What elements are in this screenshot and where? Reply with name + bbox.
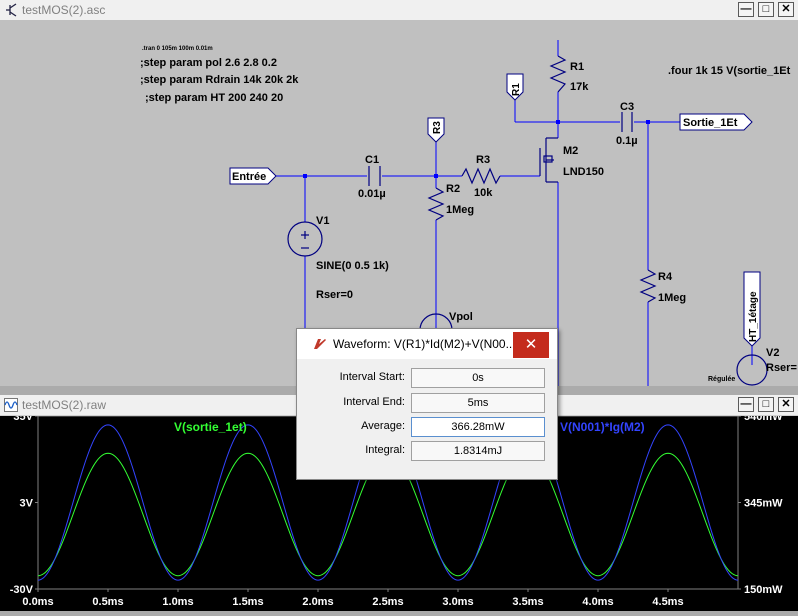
interval-end-field[interactable]: 5ms [411, 393, 545, 413]
x-tick-label: 2.0ms [302, 596, 333, 608]
c1-name[interactable]: C1 [365, 154, 379, 166]
interval-start-row: Interval Start: 0s [305, 368, 549, 390]
transistor-icon [6, 3, 17, 17]
m2-name[interactable]: M2 [563, 145, 578, 157]
step-rdrain-directive[interactable]: ;step param Rdrain 14k 20k 2k [140, 74, 299, 86]
r2-name[interactable]: R2 [446, 183, 460, 195]
ltspice-logo-icon [314, 339, 326, 349]
c3-value[interactable]: 0.1µ [616, 135, 638, 147]
schematic-window: testMOS(2).asc — □ ✕ [0, 0, 798, 386]
net-label-sortie-shape[interactable] [679, 113, 753, 131]
dialog-close-button[interactable]: ✕ [513, 332, 549, 358]
maximize-button[interactable]: □ [758, 397, 774, 412]
waveform-integral-dialog: Waveform: V(R1)*Id(M2)+V(N00... ✕ Interv… [296, 328, 558, 480]
x-tick-label: 4.5ms [652, 596, 683, 608]
average-label: Average: [361, 420, 405, 432]
v1-rser[interactable]: Rser=0 [316, 289, 353, 301]
v1-name[interactable]: V1 [316, 215, 329, 227]
vpol-label[interactable]: Vpol [449, 311, 473, 323]
close-button[interactable]: ✕ [778, 397, 794, 412]
y-right-tick-label: 150mW [744, 584, 783, 596]
x-tick-label: 4.0ms [582, 596, 613, 608]
schematic-canvas[interactable]: .tran 0 105m 100m 0.01m ;step param pol … [0, 20, 798, 386]
x-tick-label: 3.0ms [442, 596, 473, 608]
r3-name[interactable]: R3 [476, 154, 490, 166]
x-tick-label: 1.5ms [232, 596, 263, 608]
schematic-title-bar[interactable]: testMOS(2).asc — □ ✕ [0, 0, 798, 21]
integral-field[interactable]: 1.8314mJ [411, 441, 545, 461]
net-label-entree: Entrée [232, 171, 266, 183]
c3-name[interactable]: C3 [620, 101, 634, 113]
y-right-tick-label: 540mW [744, 416, 783, 423]
r1-name[interactable]: R1 [570, 61, 584, 73]
close-button[interactable]: ✕ [778, 2, 794, 17]
interval-start-field[interactable]: 0s [411, 368, 545, 388]
x-tick-label: 3.5ms [512, 596, 543, 608]
x-tick-label: 0.0ms [22, 596, 53, 608]
trace-label-sortie[interactable]: V(sortie_1et) [174, 420, 247, 434]
step-pol-directive[interactable]: ;step param pol 2.6 2.8 0.2 [140, 57, 277, 69]
schematic-title: testMOS(2).asc [22, 3, 106, 17]
net-label-r1-shape[interactable] [506, 73, 524, 101]
y-left-tick-label: 35V [13, 416, 33, 423]
net-label-regulee: Régulée [708, 376, 735, 383]
net-label-r3-shape[interactable] [427, 117, 445, 143]
v2-name[interactable]: V2 [766, 347, 779, 359]
average-row: Average: 366.28mW [305, 417, 549, 439]
net-label-r1: R1 [511, 83, 522, 96]
x-tick-label: 0.5ms [92, 596, 123, 608]
y-right-tick-label: 345mW [744, 498, 783, 510]
net-label-sortie: Sortie_1Et [683, 117, 738, 129]
minimize-button[interactable]: — [738, 2, 754, 17]
trace-label-power[interactable]: V(N001)*Ig(M2) [560, 420, 645, 434]
step-ht-directive[interactable]: ;step param HT 200 240 20 [145, 92, 283, 104]
r2-value[interactable]: 1Meg [446, 204, 474, 216]
net-label-entree-shape[interactable] [229, 167, 277, 185]
minimize-button[interactable]: — [738, 397, 754, 412]
integral-label: Integral: [365, 444, 405, 456]
maximize-button[interactable]: □ [758, 2, 774, 17]
y-left-tick-label: 3V [20, 498, 34, 510]
average-field[interactable]: 366.28mW [411, 417, 545, 437]
interval-end-row: Interval End: 5ms [305, 393, 549, 415]
c1-value[interactable]: 0.01µ [358, 188, 386, 200]
v1-value[interactable]: SINE(0 0.5 1k) [316, 260, 389, 272]
four-directive[interactable]: .four 1k 15 V(sortie_1Et [668, 65, 791, 77]
waveform-icon [4, 398, 18, 412]
x-tick-label: 2.5ms [372, 596, 403, 608]
waveform-title: testMOS(2).raw [22, 398, 107, 412]
m2-value[interactable]: LND150 [563, 166, 604, 178]
interval-end-label: Interval End: [343, 396, 405, 408]
r4-value[interactable]: 1Meg [658, 292, 686, 304]
net-label-r3: R3 [432, 121, 443, 134]
integral-row: Integral: 1.8314mJ [305, 441, 549, 463]
r1-value[interactable]: 17k [570, 81, 589, 93]
dialog-title-bar[interactable]: Waveform: V(R1)*Id(M2)+V(N00... ✕ [297, 329, 557, 359]
net-label-ht-shape[interactable] [743, 271, 761, 347]
x-tick-label: 1.0ms [162, 596, 193, 608]
r3-value[interactable]: 10k [474, 187, 493, 199]
v2-rser[interactable]: Rser= [766, 362, 797, 374]
r4-name[interactable]: R4 [658, 271, 673, 283]
y-left-tick-label: -30V [10, 584, 34, 596]
interval-start-label: Interval Start: [339, 371, 405, 383]
tran-directive[interactable]: .tran 0 105m 100m 0.01m [142, 46, 213, 52]
net-label-ht: HT_1étage [748, 291, 759, 342]
dialog-title: Waveform: V(R1)*Id(M2)+V(N00... [333, 337, 516, 351]
